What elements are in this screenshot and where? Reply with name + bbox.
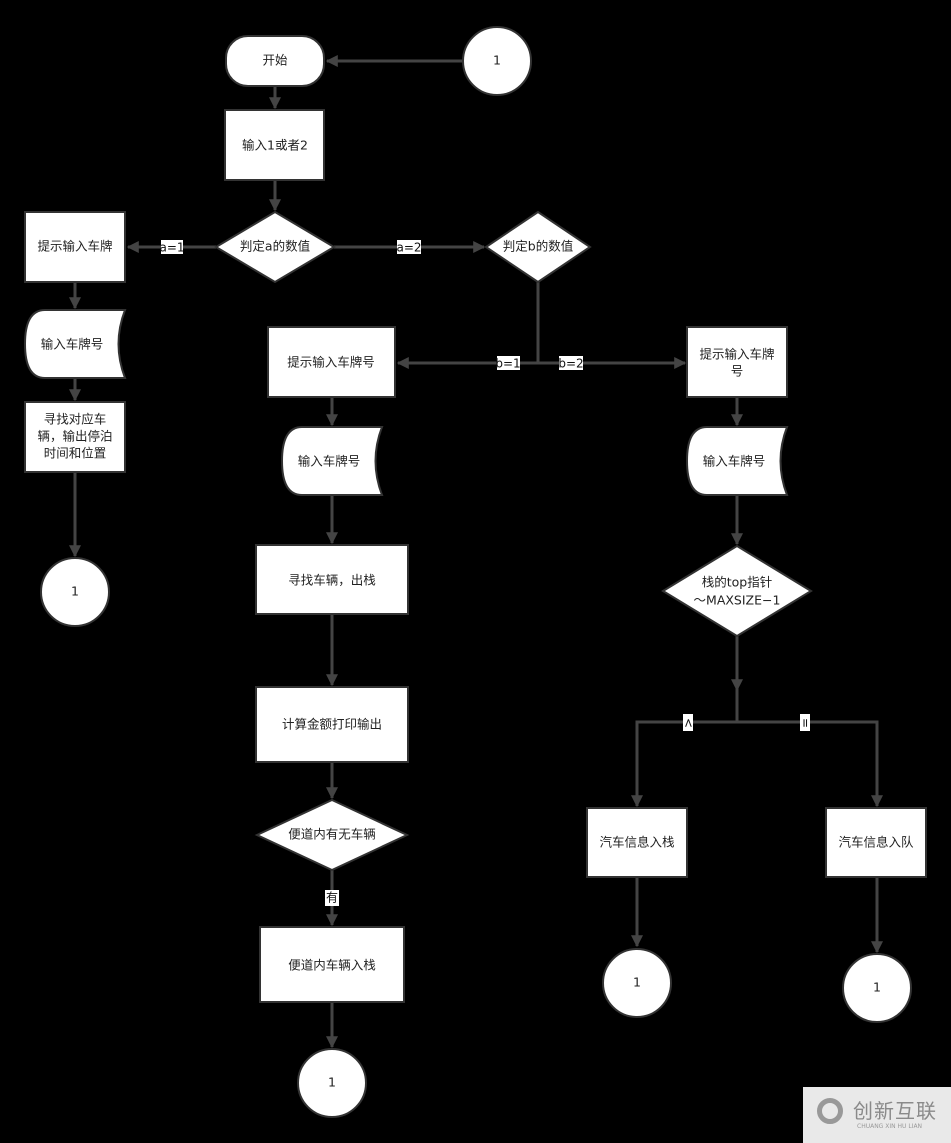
start-terminal — [225, 35, 325, 87]
mid-calc-box — [255, 686, 409, 763]
edge-label-lt: < — [682, 718, 696, 728]
edge-label-b1: b=1 — [495, 357, 520, 371]
push-stack-box — [586, 807, 688, 878]
mid-decide-label: 便道内有无车辆 — [288, 827, 376, 842]
mid-input-label: 输入车牌号 — [298, 454, 361, 469]
left-find-line: 时间和位置 — [44, 446, 107, 461]
start-label: 开始 — [262, 53, 288, 68]
mid-prompt-box — [267, 326, 396, 398]
logo-text: 创新互联 — [853, 1099, 937, 1123]
right-input-label: 输入车牌号 — [703, 454, 766, 469]
edges — [69, 55, 883, 1049]
edge-labels: a=1 a=2 b=1 b=2 有 < = — [159, 240, 813, 906]
decide-a-diamond — [214, 210, 336, 284]
edge-label-b2: b=2 — [558, 357, 583, 371]
edge-label-a1: a=1 — [159, 241, 184, 255]
edge-label-a2: a=2 — [396, 241, 421, 255]
connector-label: 1 — [633, 975, 641, 990]
mid-push-label: 便道内车辆入栈 — [288, 958, 376, 973]
right-decide-diamond — [661, 544, 813, 638]
connector-right-2 — [842, 953, 912, 1023]
right-prompt-line: 号 — [731, 364, 744, 379]
connector-left — [40, 557, 110, 627]
push-queue-box — [825, 807, 927, 878]
watermark-logo: 创新互联 CHUANG XIN HU LIAN — [803, 1087, 951, 1143]
left-prompt-label: 提示输入车牌 — [37, 239, 112, 254]
edge-label-eq: = — [799, 718, 813, 728]
logo-subtext: CHUANG XIN HU LIAN — [857, 1123, 923, 1130]
edge-lt — [631, 720, 737, 808]
left-input-label: 输入车牌号 — [41, 337, 104, 352]
input-choice-label: 输入1或者2 — [242, 138, 308, 153]
left-find-line: 辆，输出停泊 — [37, 429, 112, 444]
mid-find-box — [255, 544, 409, 615]
decide-b-label: 判定b的数值 — [503, 239, 573, 254]
right-prompt-box — [686, 326, 788, 398]
edge-label-has: 有 — [326, 891, 338, 905]
mid-find-label: 寻找车辆，出栈 — [288, 573, 376, 588]
decide-b-diamond — [484, 210, 592, 284]
connector-label: 1 — [328, 1075, 336, 1090]
connector-mid — [297, 1048, 367, 1118]
left-prompt-box — [24, 211, 126, 283]
push-stack-label: 汽车信息入栈 — [599, 835, 674, 850]
right-input-data — [685, 426, 789, 496]
connector-top — [462, 26, 532, 96]
left-find-box — [24, 401, 126, 473]
mid-push-box — [259, 926, 405, 1003]
mid-calc-label: 计算金额打印输出 — [282, 717, 382, 732]
right-decide-line: ～MAXSIZE−1 — [694, 593, 781, 608]
connector-right-1 — [602, 948, 672, 1018]
connector-label: 1 — [493, 53, 501, 68]
right-prompt-line: 提示输入车牌 — [699, 347, 774, 362]
logo-mark-icon — [817, 1098, 843, 1124]
left-input-data — [23, 309, 127, 379]
mid-decide-diamond — [254, 798, 410, 872]
left-find-line: 寻找对应车 — [44, 412, 107, 427]
decide-a-label: 判定a的数值 — [240, 239, 310, 254]
connector-label: 1 — [71, 584, 79, 599]
push-queue-label: 汽车信息入队 — [838, 835, 914, 850]
edge-eq — [737, 720, 883, 808]
mid-prompt-label: 提示输入车牌号 — [287, 355, 375, 370]
right-decide-line: 栈的top指针 — [702, 575, 772, 590]
mid-input-data — [280, 426, 384, 496]
connector-label: 1 — [873, 980, 881, 995]
input-choice-box — [224, 109, 325, 181]
